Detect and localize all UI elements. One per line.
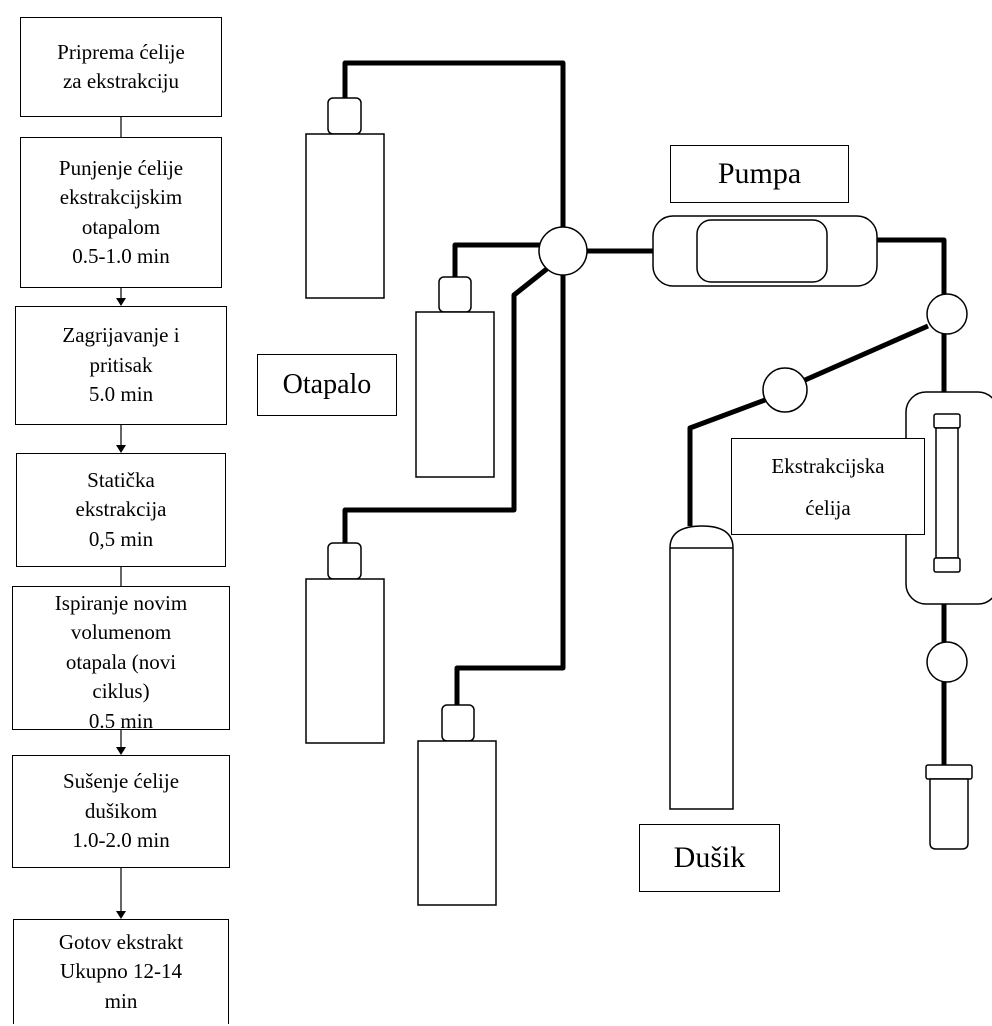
flow-step-dry-nitrogen-text: Sušenje ćelije dušikom 1.0-2.0 min <box>62 769 180 853</box>
flow-step-dry-nitrogen: Sušenje ćelije dušikom 1.0-2.0 min <box>12 755 230 868</box>
valves <box>538 226 968 683</box>
nitrogen-label-text: Dušik <box>673 841 746 874</box>
solvent-label: Otapalo <box>257 354 397 416</box>
extraction-cell-label-text: Ekstrakcijska ćelija <box>771 453 885 520</box>
nitrogen-valve <box>762 367 808 413</box>
flow-step-final-extract-text: Gotov ekstrakt Ukupno 12-14 min <box>58 929 184 1013</box>
flow-step-static-extraction-text: Statička ekstrakcija 0,5 min <box>75 467 167 551</box>
flow-step-final-extract: Gotov ekstrakt Ukupno 12-14 min <box>13 919 229 1024</box>
flow-step-heat-pressure: Zagrijavanje i pritisak 5.0 min <box>15 306 227 425</box>
flow-step-static-extraction: Statička ekstrakcija 0,5 min <box>16 453 226 567</box>
pump-body <box>652 215 878 287</box>
flow-step-rinse: Ispiranje novim volumenom otapala (novi … <box>12 586 230 730</box>
solvent-label-text: Otapalo <box>282 369 372 400</box>
flow-step-rinse-text: Ispiranje novim volumenom otapala (novi … <box>54 591 188 730</box>
flow-step-fill-solvent-text: Punjenje ćelije ekstrakcijskim otapalom … <box>58 155 184 268</box>
extraction-cell <box>905 391 992 605</box>
tubing <box>342 60 947 765</box>
flow-step-prepare-cell: Priprema ćelije za ekstrakciju <box>20 17 222 117</box>
nitrogen-cylinder <box>669 525 734 810</box>
pump-label: Pumpa <box>670 145 849 203</box>
flowchart-arrowheads <box>116 298 126 919</box>
flow-step-heat-pressure-text: Zagrijavanje i pritisak 5.0 min <box>62 323 180 407</box>
main-valve <box>538 226 588 276</box>
flow-step-prepare-cell-text: Priprema ćelije za ekstrakciju <box>57 39 185 93</box>
solvent-bottles <box>305 97 497 906</box>
pump-outlet-valve <box>926 293 968 335</box>
nitrogen-label: Dušik <box>639 824 780 892</box>
pump-label-text: Pumpa <box>717 157 802 190</box>
flow-step-fill-solvent: Punjenje ćelije ekstrakcijskim otapalom … <box>20 137 222 288</box>
extraction-cell-label: Ekstrakcijska ćelija <box>731 438 925 535</box>
collection-valve <box>926 641 968 683</box>
collection-vial <box>925 764 973 850</box>
